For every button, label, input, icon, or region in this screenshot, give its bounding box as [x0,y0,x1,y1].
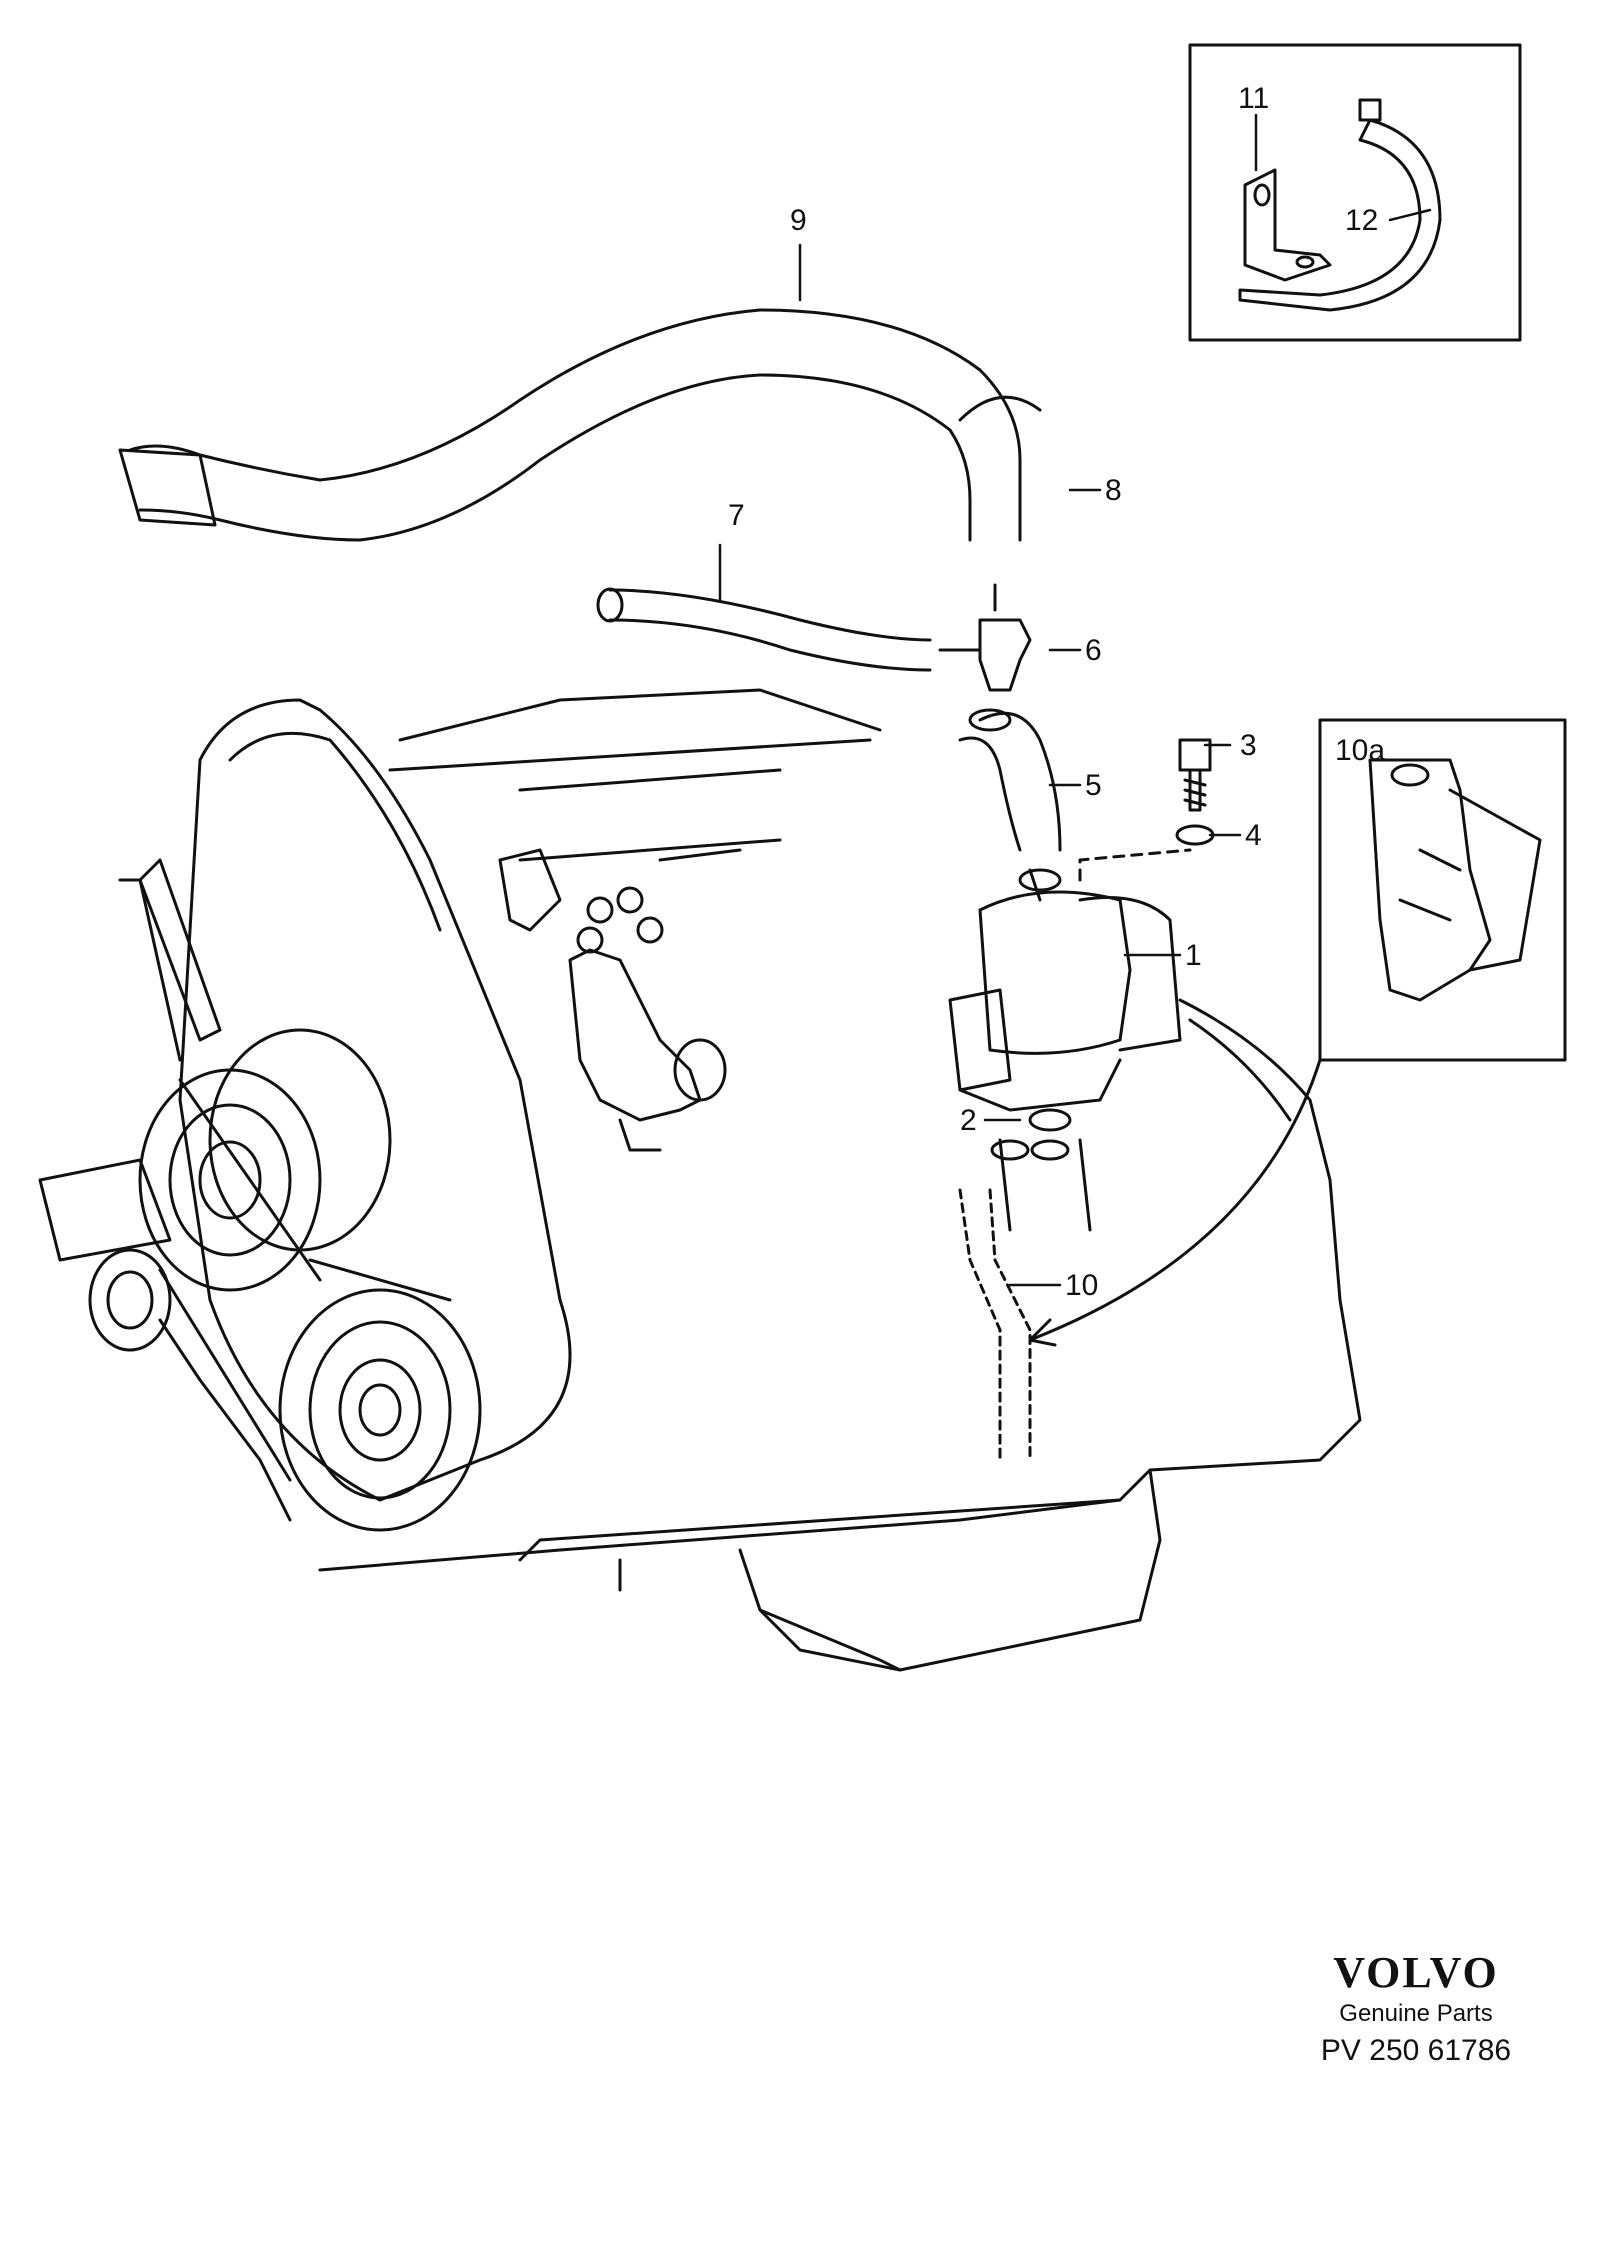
callout-6: 6 [1085,634,1102,667]
hose-9 [118,308,1042,542]
washer-4 [1175,824,1215,846]
callout-2: 2 [960,1104,977,1137]
callout-11: 11 [1238,82,1269,115]
bolt-3 [1178,738,1212,812]
callout-10: 10 [1065,1269,1098,1302]
crankshaft-pulleys [88,1028,482,1532]
inset-10a [1318,718,1567,1062]
brand-subtitle: Genuine Parts [1339,2000,1493,2027]
hose-7 [596,587,932,672]
bracket-11 [1243,168,1332,282]
callout-3: 3 [1240,729,1257,762]
callouts: 1 2 3 4 5 6 7 8 9 10 10a 11 12 [728,82,1385,1302]
hose-10 [958,1188,1032,1462]
callout-7: 7 [728,499,745,532]
inset-11-12 [1188,43,1522,342]
connector-6 [938,583,1032,692]
part-code: PV 250 61786 [1320,2034,1512,2067]
valve-assembly [948,868,1182,1232]
callout-8: 8 [1105,474,1122,507]
leader-lines [718,113,1432,1287]
strap-12 [1238,118,1442,312]
callout-10a: 10a [1335,734,1385,767]
callout-5: 5 [1085,769,1102,802]
callout-4: 4 [1245,819,1262,852]
arrow-to-10 [1028,1058,1322,1342]
engine-block [38,688,1362,1672]
brand-block: VOLVO Genuine Parts PV 250 61786 [1266,1947,1566,2068]
callout-9: 9 [790,204,807,237]
distributor [498,848,727,1152]
dashed-link [1078,848,1192,882]
brand-logo: VOLVO [1333,1948,1499,1997]
callout-12: 12 [1345,204,1378,237]
arrow-head [1028,1318,1057,1347]
hose-5 [958,708,1062,852]
callout-1: 1 [1185,939,1202,972]
